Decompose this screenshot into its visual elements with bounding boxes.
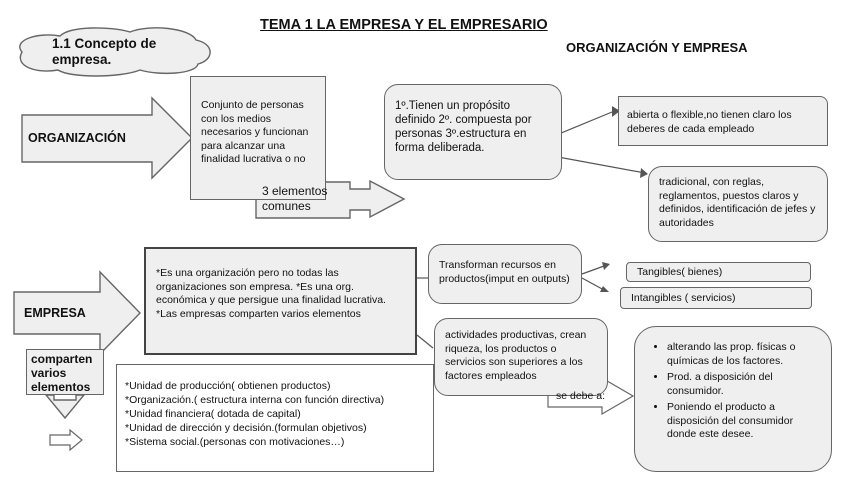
- organizacion-list: 1º.Tienen un propósito definido 2º. comp…: [384, 84, 562, 180]
- organizacion-label: ORGANIZACIÓN: [28, 131, 126, 145]
- reason-item: Poniendo el producto a disposición del c…: [667, 401, 821, 442]
- small-right-arrow-shape: [49, 428, 83, 452]
- empresa-label: EMPRESA: [24, 306, 86, 320]
- reason-item: alterando las prop. físicas o químicas d…: [667, 341, 821, 368]
- page-subtitle: ORGANIZACIÓN Y EMPRESA: [566, 40, 748, 55]
- productive-text: actividades productivas, crean riqueza, …: [445, 329, 587, 382]
- open-structure-text: abierta o flexible,no tienen claro los d…: [627, 109, 792, 135]
- organizacion-list-text: 1º.Tienen un propósito definido 2º. comp…: [395, 100, 532, 154]
- shared-element: *Sistema social.(personas con motivacion…: [125, 436, 345, 448]
- page-title: TEMA 1 LA EMPRESA Y EL EMPRESARIO: [260, 17, 548, 33]
- traditional-structure-box: tradicional, con reglas, reglamentos, pu…: [648, 166, 828, 242]
- shared-label: comparten varios elementos: [31, 352, 93, 394]
- shared-element: *Unidad de producción( obtienen producto…: [125, 380, 331, 392]
- reason-item: Prod. a disposición del consumidor.: [667, 371, 821, 398]
- transform-box: Transforman recursos en productos(imput …: [428, 244, 582, 304]
- due-to-label: se debe a:: [556, 390, 606, 402]
- empresa-description-text: *Es una organización pero no todas las o…: [156, 267, 386, 320]
- intangibles-text: Intangibles ( servicios): [631, 292, 736, 304]
- productive-box: actividades productivas, crean riqueza, …: [434, 318, 608, 396]
- reasons-box: alterando las prop. físicas o químicas d…: [634, 326, 832, 472]
- intangibles-box: Intangibles ( servicios): [620, 287, 812, 309]
- organizacion-arrow-shape: [21, 96, 193, 180]
- down-arrow-shape: [44, 394, 86, 420]
- traditional-structure-text: tradicional, con reglas, reglamentos, pu…: [659, 176, 816, 229]
- cloud-shape: [19, 27, 211, 77]
- reasons-list: alterando las prop. físicas o químicas d…: [645, 341, 821, 442]
- shared-element: *Unidad financiera( dotada de capital): [125, 408, 301, 420]
- shared-label-box: comparten varios elementos: [26, 349, 104, 395]
- empresa-description: *Es una organización pero no todas las o…: [144, 247, 417, 355]
- tangibles-text: Tangibles( bienes): [637, 266, 723, 278]
- transform-text: Transforman recursos en productos(imput …: [439, 259, 570, 285]
- organizacion-definition-text: Conjunto de personas con los medios nece…: [201, 99, 309, 165]
- empresa-arrow-shape: [13, 270, 141, 356]
- shared-element: *Unidad de dirección y decisión.(formula…: [125, 422, 367, 434]
- shared-element: *Organización.( estructura interna con f…: [125, 394, 385, 406]
- open-structure-box: abierta o flexible,no tienen claro los d…: [618, 96, 828, 146]
- cloud-label: 1.1 Concepto de empresa.: [52, 36, 157, 67]
- tangibles-box: Tangibles( bienes): [626, 262, 811, 282]
- organizacion-definition: Conjunto de personas con los medios nece…: [190, 76, 326, 200]
- shared-elements-box: *Unidad de producción( obtienen producto…: [116, 364, 434, 472]
- elementos-label: 3 elementos comunes: [262, 184, 328, 213]
